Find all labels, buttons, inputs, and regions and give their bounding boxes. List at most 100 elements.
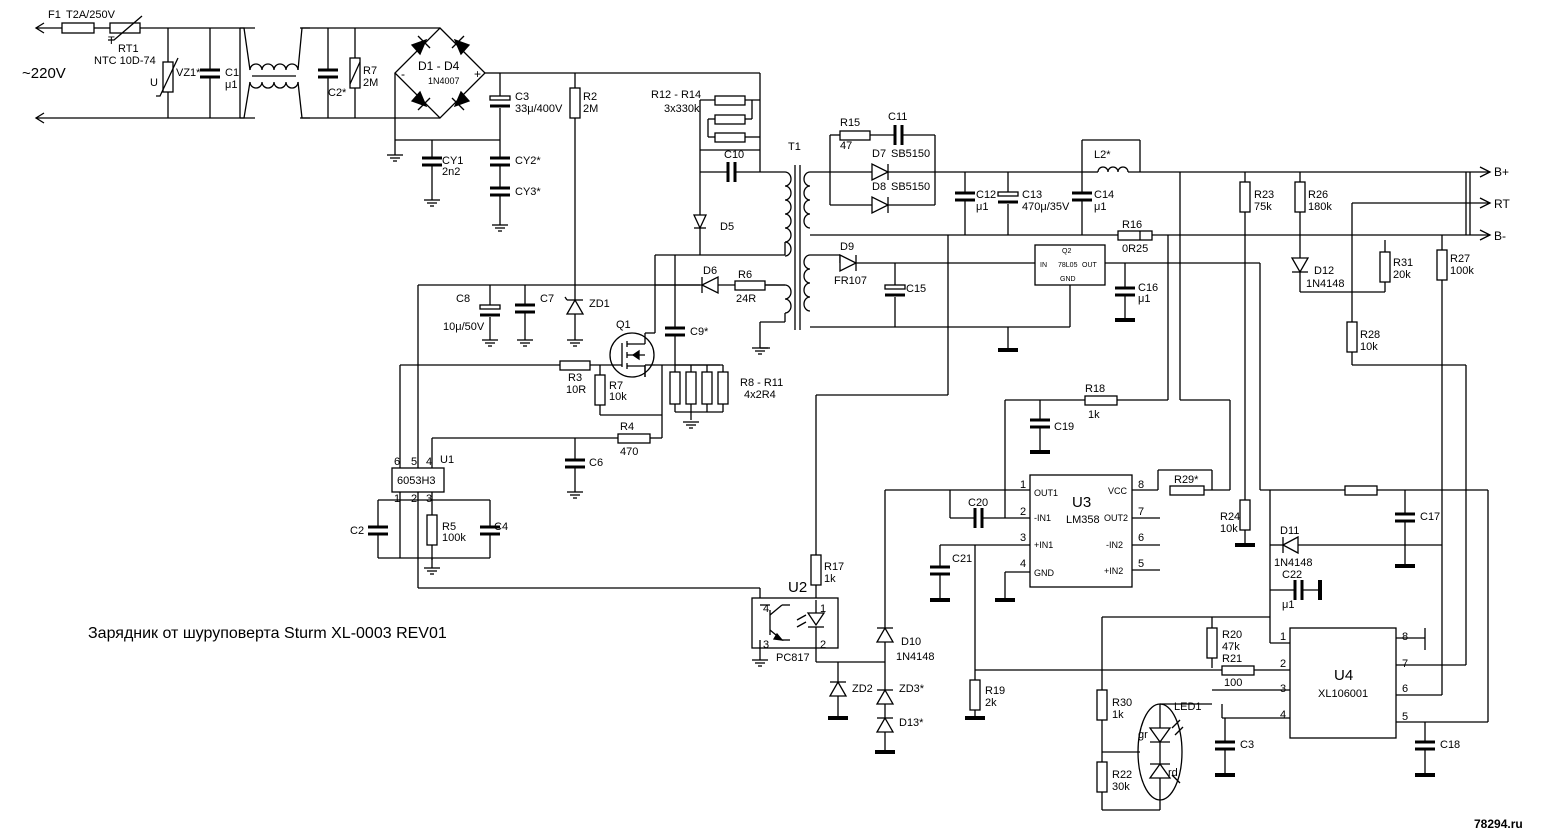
common-mode-choke [239,27,310,119]
u1-pin-1: 1 [394,493,400,505]
label-d12-value: 1N4148 [1306,278,1345,290]
label-d13: D13* [899,717,924,729]
u3-pin-6: 6 [1138,532,1144,544]
u3-pin-out2: OUT2 [1104,513,1128,523]
label-c12-value: μ1 [976,201,988,213]
u4-pin-7: 7 [1402,658,1408,670]
label-r24: R24 [1220,511,1240,523]
label-d10: D10 [901,636,921,648]
terminal-bplus: B+ [1494,165,1509,179]
u1-pin-2: 2 [411,493,417,505]
label-r2-value: 2M [583,103,598,115]
u2-pin-3: 3 [763,639,769,651]
label-u3: U3 [1072,494,1091,511]
label-c10: C10 [724,149,744,161]
label-c2s: C2* [328,87,347,99]
u3-pin-out1: OUT1 [1034,488,1058,498]
schematic-title: Зарядник от шуруповерта Sturm XL-0003 RE… [88,625,447,642]
u3-pin-7: 7 [1138,506,1144,518]
label-r7b-value: 10k [609,391,627,403]
label-c1: C1 [225,67,239,79]
u4-pin-6: 6 [1402,683,1408,695]
u2-pin-2: 2 [820,639,826,651]
label-c12: C12 [976,189,996,201]
u4-pin-5: 5 [1402,711,1408,723]
label-r7a: R7 [363,65,377,77]
label-u1-value: 6053H3 [397,475,436,487]
label-c13: C13 [1022,189,1042,201]
bridge-rectifier [394,27,500,140]
label-c22: C22 [1282,569,1302,581]
label-d8: D8 [872,181,886,193]
label-r21-value: 100 [1224,677,1242,689]
label-r31: R31 [1393,257,1413,269]
u1-pin-6: 6 [394,456,400,468]
label-r26-value: 180k [1308,201,1332,213]
label-rt1-value: NTC 10D-74 [94,55,156,67]
mains-input-section [34,15,395,124]
label-d1-plus: + [474,67,481,81]
label-led1: LED1 [1174,701,1202,713]
label-r5: R5 [442,521,456,533]
label-d11-value: 1N4148 [1274,557,1313,569]
label-c3a-value: 33μ/400V [515,103,563,115]
label-rt1-mark: T [108,35,115,47]
label-r23: R23 [1254,189,1274,201]
label-q2-in: IN [1040,262,1047,269]
label-r12: R12 - R14 [651,89,701,101]
label-c8-value: 10μ/50V [443,321,485,333]
label-u2: U2 [788,579,807,596]
label-u3-value: LM358 [1066,514,1100,526]
u3-pin-in1p: +IN1 [1034,540,1053,550]
label-c14-value: μ1 [1094,201,1106,213]
label-r17: R17 [824,561,844,573]
label-led1-rd: rd [1168,767,1178,779]
u4-pin-2: 2 [1280,658,1286,670]
label-d11: D11 [1280,525,1299,537]
opamp-u3 [1029,474,1133,588]
label-c1-value: μ1 [225,79,237,91]
label-r5-value: 100k [442,532,466,544]
label-cy1: CY1 [442,155,463,167]
label-q2-value: 78L05 [1058,262,1078,269]
label-r3-value: 10R [566,384,586,396]
watermark: 78294.ru [1474,817,1523,831]
label-r19-value: 2k [985,697,997,709]
label-u2-value: PC817 [776,652,810,664]
label-d7-value: SB5150 [891,148,930,160]
label-r8: R8 - R11 [740,377,783,389]
label-cy3: CY3* [515,186,541,198]
mosfet-q1 [609,332,655,378]
label-r16: R16 [1122,219,1142,231]
u3-pin-2: 2 [1020,506,1026,518]
label-r19: R19 [985,685,1005,697]
u3-pin-in1m: -IN1 [1034,513,1051,523]
label-r30: R30 [1112,697,1132,709]
label-c16: C16 [1138,282,1158,294]
label-cy2: CY2* [515,155,541,167]
u2-pin-1: 1 [820,603,826,615]
fuse-f1 [61,22,95,34]
label-c20: C20 [968,497,988,509]
label-led1-gr: gr [1138,729,1148,741]
label-c3a: C3 [515,91,529,103]
label-d1-minus: - [401,67,405,81]
label-vz1: VZ1* [176,67,201,79]
label-c19: C19 [1054,421,1074,433]
u3-pin-in2m: -IN2 [1106,540,1123,550]
label-c7: C7 [540,293,554,305]
label-r27: R27 [1450,253,1470,265]
label-d1-value: 1N4007 [428,76,460,86]
label-r18: R18 [1085,383,1105,395]
transformer-t1 [759,165,811,348]
label-c14: C14 [1094,189,1114,201]
label-d6: D6 [703,265,717,277]
snubber-network [655,95,785,256]
label-r3: R3 [568,372,582,384]
charger-ic-u4 [1289,627,1397,739]
label-c13-value: 470μ/35V [1022,201,1070,213]
label-r30-value: 1k [1112,709,1124,721]
thermistor-rt1 [109,22,141,34]
label-u4-value: XL106001 [1318,688,1368,700]
